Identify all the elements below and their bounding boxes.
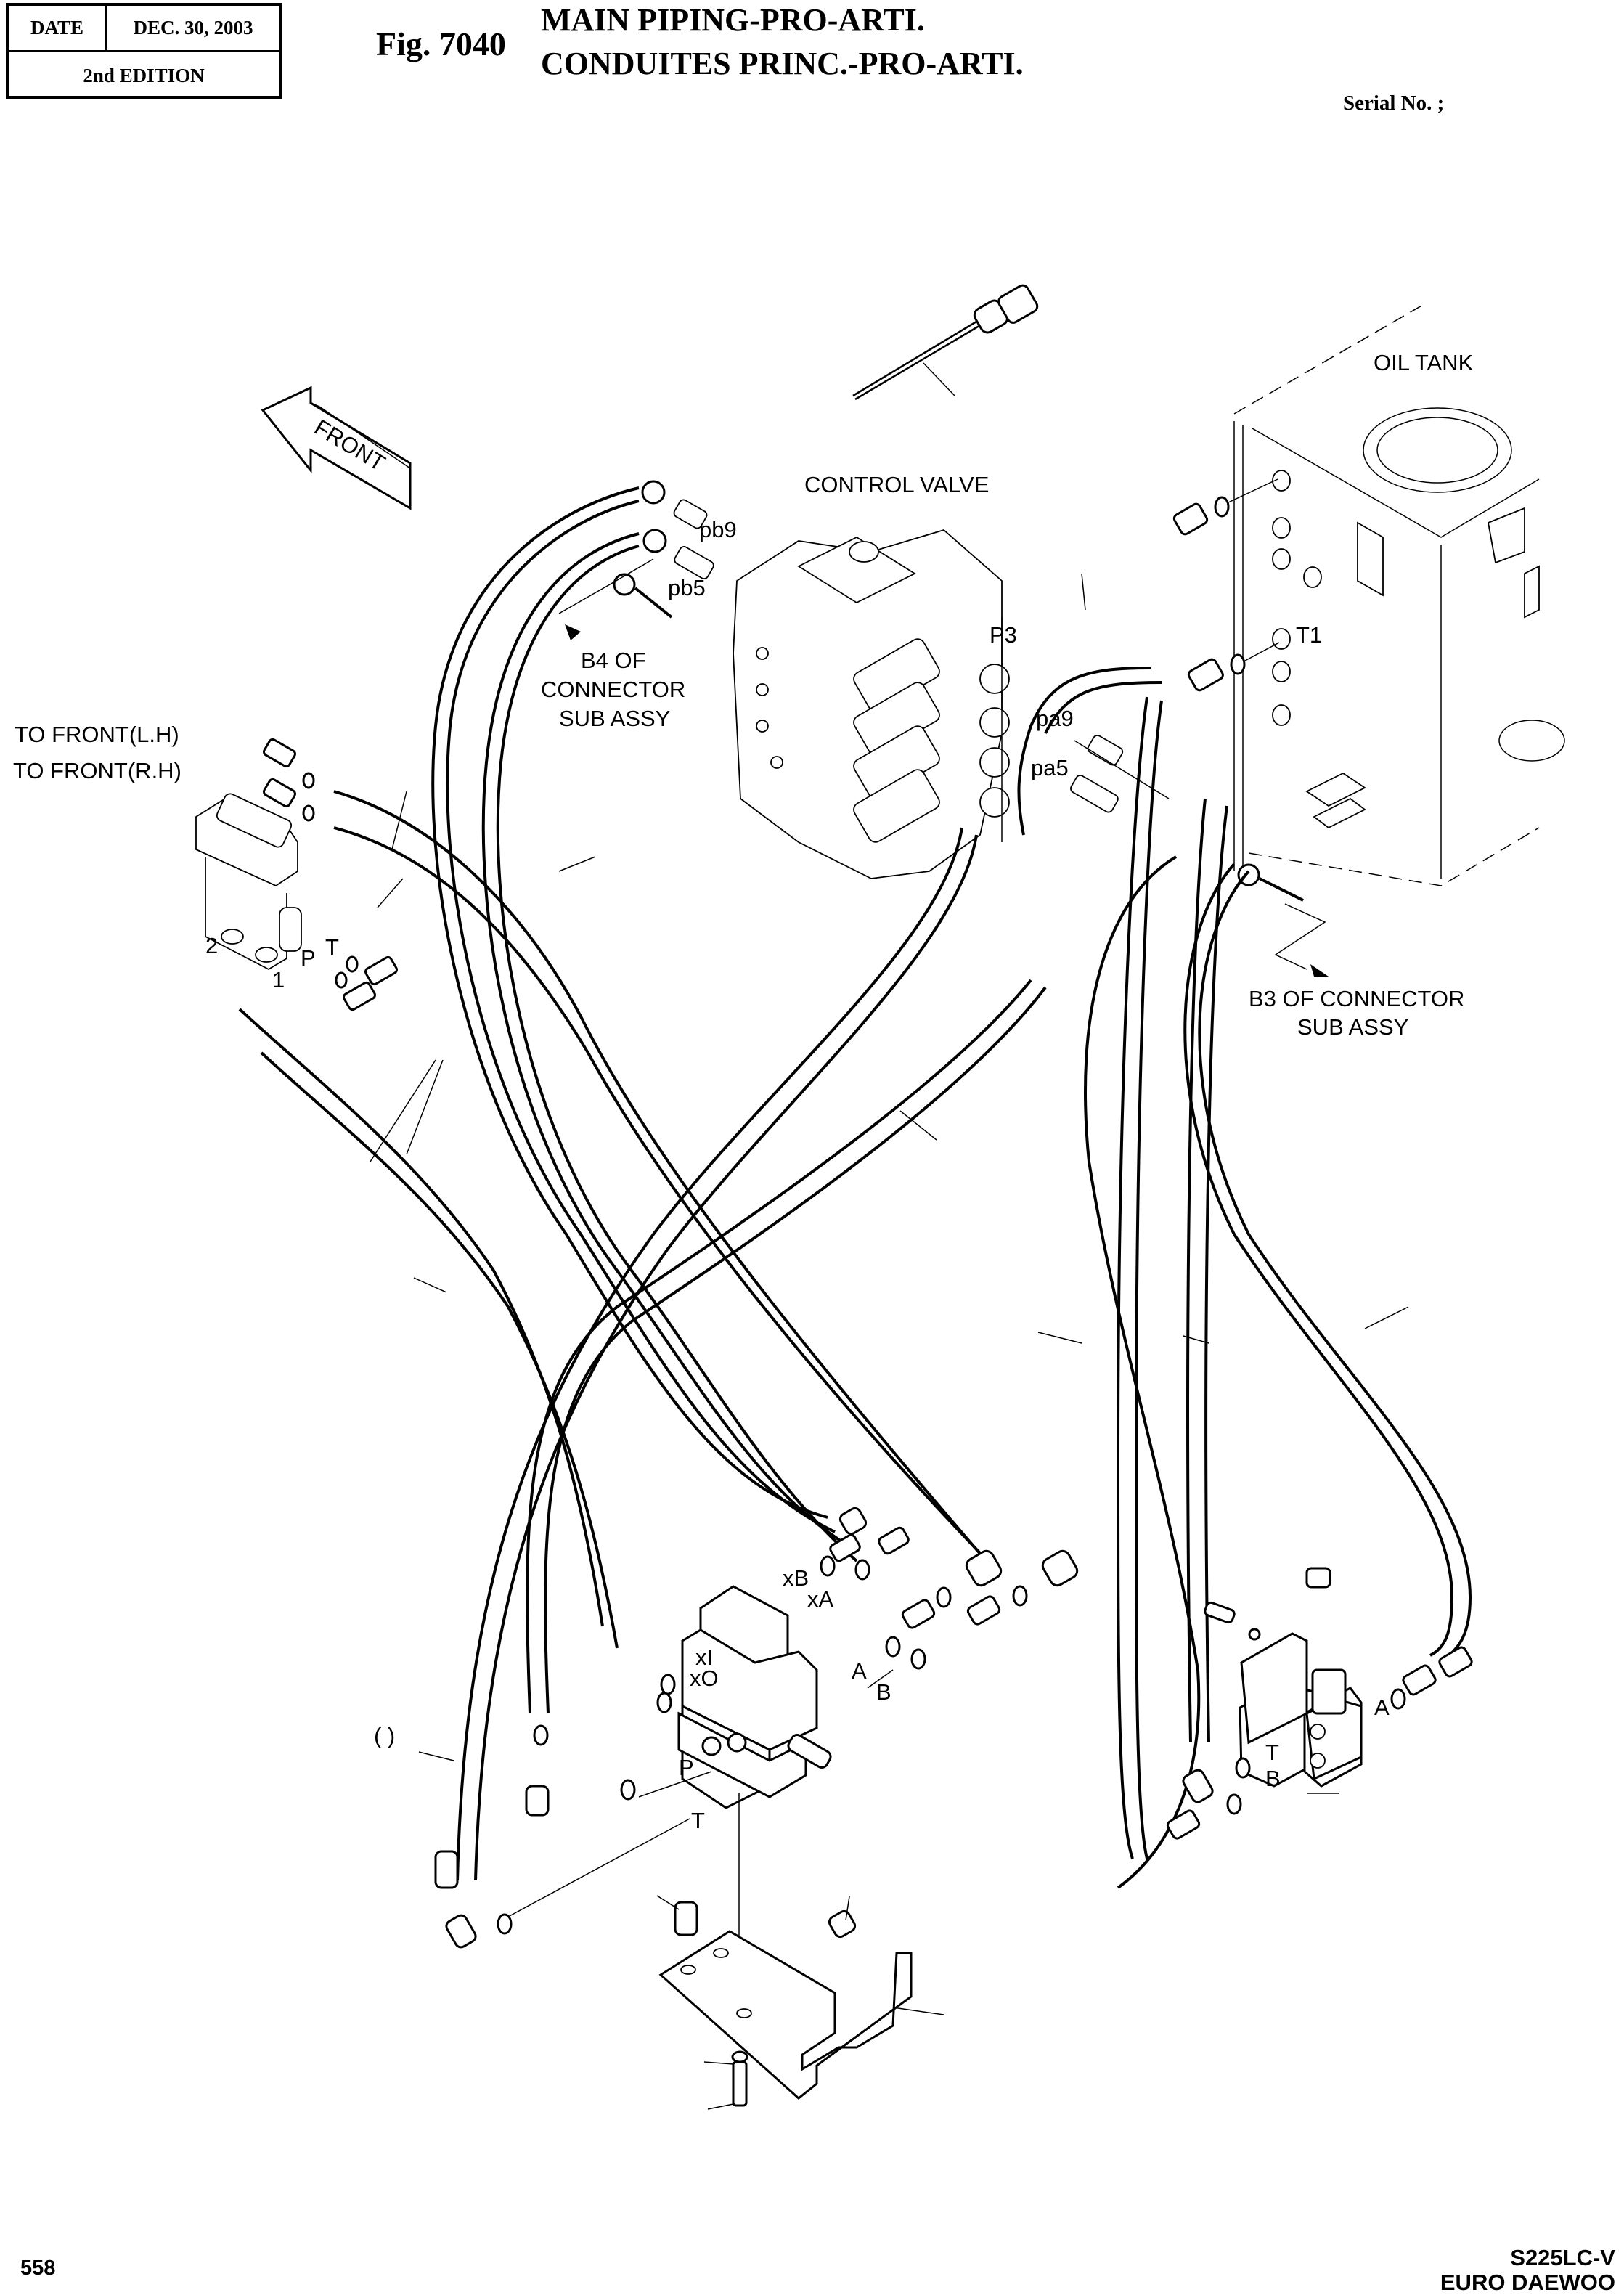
solenoid-port-a-label: A — [1374, 1695, 1390, 1720]
b3-connector: B3 OF CONNECTOR SUB ASSY — [1237, 863, 1464, 1040]
to-front-rh-label: TO FRONT(R.H) — [13, 758, 181, 783]
b4-label-line2: CONNECTOR — [541, 677, 685, 702]
control-valve: CONTROL VALVE pb9 pb5 P3 pa9 pa5 — [668, 472, 1074, 879]
b3-label-line1: B3 OF CONNECTOR — [1249, 986, 1464, 1011]
pedal-port-1-label: 1 — [272, 967, 285, 992]
to-front-lh-label: TO FRONT(L.H) — [15, 722, 179, 747]
valve-port-b-label: B — [876, 1679, 891, 1705]
serial-number: Serial No. ; — [1343, 91, 1445, 115]
pedal-port-t-label: T — [325, 934, 339, 960]
port-pb9-label: pb9 — [699, 517, 737, 542]
solenoid-valve: A T B — [1166, 1567, 1473, 1840]
valve-port-xo-label: xO — [690, 1666, 719, 1691]
edition-label: 2nd EDITION — [83, 64, 205, 86]
hoses — [238, 486, 1472, 1889]
pilot-valve-fittings — [434, 1507, 1079, 1949]
valve-port-p-label: P — [679, 1755, 694, 1780]
date-value: DEC. 30, 2003 — [133, 17, 253, 38]
leader-lines — [370, 573, 1409, 1344]
pilot-fittings-pb — [641, 480, 714, 579]
pilot-valve-block: xB xA xI xO A B P T — [507, 1565, 894, 1997]
model-info: S225LC-V EURO DAEWOO — [1440, 2246, 1615, 2295]
b4-label-line1: B4 OF — [581, 648, 646, 673]
blank-reference-label: ( ) — [374, 1723, 395, 1748]
b4-connector: B4 OF CONNECTOR SUB ASSY — [541, 558, 685, 731]
mounting-bracket — [656, 1895, 944, 2110]
pedal-port-p-label: P — [301, 945, 316, 971]
figure-number: Fig. 7040 — [376, 25, 506, 62]
front-arrow: FRONT — [261, 386, 412, 510]
valve-port-a-label: A — [852, 1658, 867, 1684]
title-french: CONDUITES PRINC.-PRO-ARTI. — [541, 46, 1024, 81]
date-edition-box: DATE DEC. 30, 2003 2nd EDITION — [6, 3, 282, 99]
model-code: S225LC-V — [1510, 2245, 1615, 2270]
solenoid-port-b-label: B — [1265, 1766, 1281, 1791]
pilot-fittings-pa — [1070, 735, 1170, 813]
date-label: DATE — [9, 6, 107, 50]
valve-port-xi-label: xI — [695, 1644, 713, 1670]
oil-tank-label: OIL TANK — [1374, 350, 1474, 375]
port-p3-label: P3 — [990, 622, 1017, 648]
brand-name: EURO DAEWOO — [1440, 2270, 1615, 2295]
tank-fitting-t1 — [1187, 642, 1280, 692]
valve-port-t-label: T — [691, 1808, 705, 1833]
solenoid-port-t-label: T — [1265, 1740, 1279, 1765]
oil-tank: OIL TANK T1 — [1233, 304, 1565, 886]
port-pb5-label: pb5 — [668, 575, 706, 600]
page-number: 558 — [20, 2257, 56, 2280]
b4-label-line3: SUB ASSY — [559, 706, 670, 731]
pedal-port-2-label: 2 — [205, 933, 218, 958]
tank-fitting-upper — [1172, 478, 1278, 536]
valve-port-xb-label: xB — [783, 1565, 809, 1591]
pedal-valve: TO FRONT(L.H) TO FRONT(R.H) 2 1 P T — [13, 722, 398, 1011]
b3-label-line2: SUB ASSY — [1297, 1014, 1408, 1040]
port-t1-label: T1 — [1296, 622, 1322, 648]
date-row: DATE DEC. 30, 2003 — [9, 6, 279, 52]
blank-reference-leader — [418, 1751, 454, 1761]
valve-port-xa-label: xA — [807, 1586, 834, 1612]
control-valve-label: CONTROL VALVE — [804, 472, 989, 497]
port-pa5-label: pa5 — [1031, 755, 1069, 780]
title-english: MAIN PIPING-PRO-ARTI. — [541, 2, 925, 38]
level-sensor — [852, 284, 1039, 401]
